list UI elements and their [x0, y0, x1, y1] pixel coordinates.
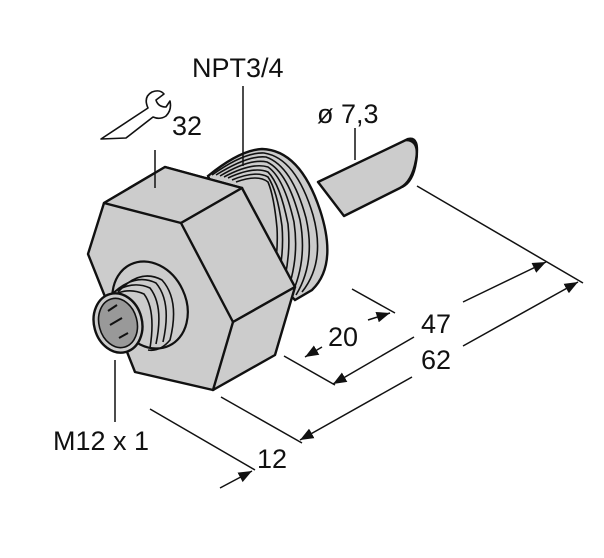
m12-connector	[92, 260, 189, 354]
dimension-62: 62	[421, 345, 452, 375]
wrench-icon	[100, 90, 172, 140]
wrench-size-label: 32	[172, 111, 203, 141]
thread-label: NPT3/4	[192, 53, 284, 83]
leader-lines	[114, 86, 356, 422]
dimension-20: 20	[328, 322, 359, 352]
hex-nut	[86, 165, 297, 392]
diameter-label: ø 7,3	[317, 99, 379, 129]
connector-label: M12 x 1	[53, 426, 150, 456]
probe-rod	[316, 137, 419, 218]
dimension-12: 12	[257, 444, 288, 474]
dimension-47: 47	[421, 309, 452, 339]
dimension-lines	[149, 185, 584, 489]
